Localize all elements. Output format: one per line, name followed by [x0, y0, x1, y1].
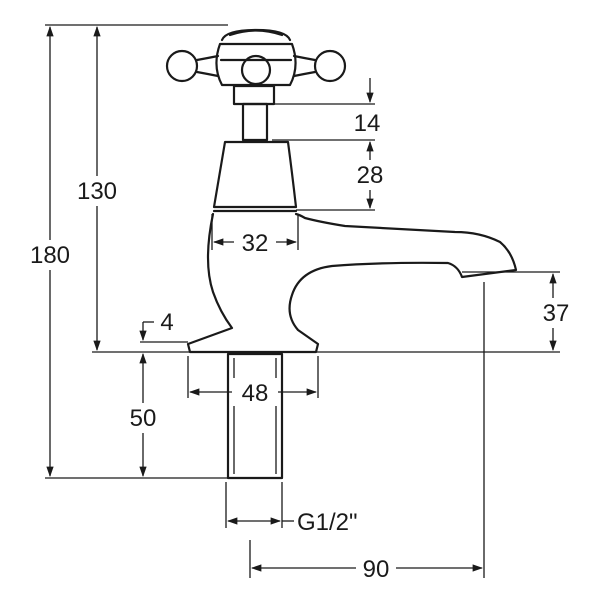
- body: [212, 140, 298, 209]
- label-thread-size: G1/2": [297, 509, 358, 536]
- label-bg-shank-length: [122, 403, 166, 433]
- label-bg-body-height: [350, 160, 390, 190]
- label-bg-body-width: [234, 228, 276, 256]
- label-bg-projection: [356, 554, 396, 582]
- label-head-collar: 14: [354, 110, 381, 137]
- label-body-width: 32: [242, 230, 269, 257]
- handle-hub: [215, 42, 297, 87]
- shank: [226, 352, 284, 480]
- dimensions: 180 130 14 28 32 37 4 48 50 G1/2" 90: [22, 24, 580, 583]
- handle-left-knob: [165, 49, 199, 83]
- label-bg-shank-width: [232, 378, 278, 406]
- spout-and-base: [186, 212, 518, 354]
- label-base-step: 4: [160, 309, 173, 336]
- label-spout-clearance: 37: [543, 300, 570, 327]
- collar: [232, 84, 276, 106]
- label-projection: 90: [363, 556, 390, 583]
- label-body-height: 28: [357, 162, 384, 189]
- handle-left-arm: [195, 54, 220, 78]
- handle-right-arm: [292, 54, 317, 78]
- tap-outline: [165, 28, 518, 480]
- label-bg-height-to-base: [70, 176, 124, 206]
- label-shank-length: 50: [130, 405, 157, 432]
- spindle: [241, 102, 269, 142]
- handle-cap-ring: [228, 29, 284, 37]
- label-bg-spout-clearance: [536, 298, 580, 328]
- handle-right-knob: [313, 49, 347, 83]
- label-height-to-base: 130: [77, 178, 117, 205]
- label-bg-overall-height: [22, 240, 78, 270]
- label-shank-width: 48: [242, 380, 269, 407]
- label-overall-height: 180: [30, 242, 70, 269]
- handle-centre-knob: [240, 54, 272, 86]
